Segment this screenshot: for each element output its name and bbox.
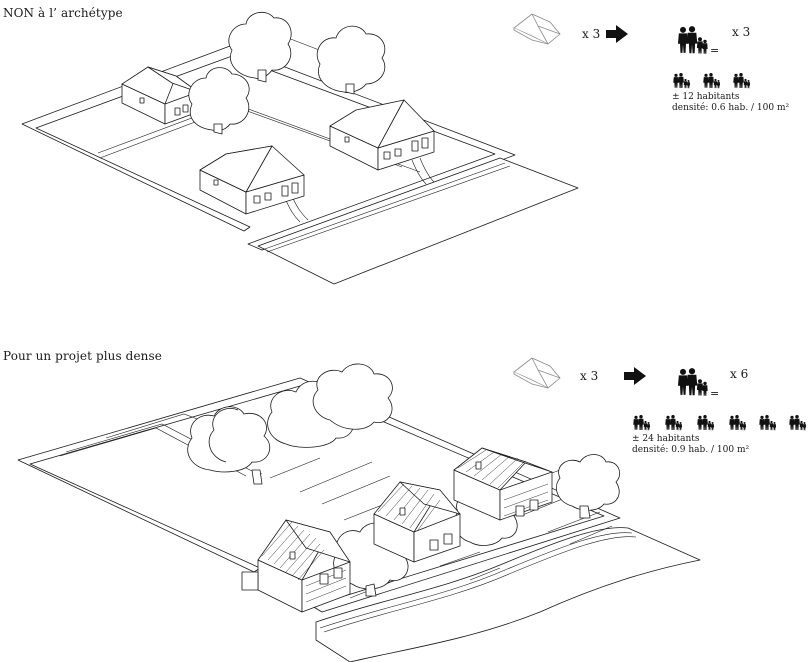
top-trees (188, 11, 386, 135)
top-house-multiplier: x 3 (582, 27, 601, 41)
top-house-icon (513, 13, 561, 45)
bottom-tree-3 (312, 363, 393, 430)
bottom-family-row (633, 415, 806, 430)
bottom-people-multiplier: x 6 (730, 367, 749, 381)
bottom-inhabitants: ± 24 habitants (632, 434, 700, 444)
bottom-density: densité: 0.9 hab. / 100 m² (632, 445, 750, 455)
top-tree-1 (228, 11, 292, 83)
top-tree-3 (188, 67, 250, 135)
top-people-multiplier: x 3 (732, 25, 751, 39)
top-arrow-icon (606, 25, 628, 43)
bottom-house-a (241, 519, 351, 613)
top-family-icon (678, 26, 708, 54)
bottom-house-c (453, 447, 553, 521)
top-house-c (329, 99, 435, 171)
top-inhabitants: ± 12 habitants (672, 92, 740, 102)
top-tree-2 (316, 25, 386, 95)
top-house-b (199, 145, 305, 215)
top-family-row (673, 73, 750, 88)
bottom-house-multiplier: x 3 (580, 369, 599, 383)
bottom-arrow-icon (624, 367, 646, 385)
top-site-plan (21, 37, 579, 285)
top-street (257, 157, 579, 285)
bottom-street (315, 527, 701, 662)
top-equals: = (710, 44, 720, 57)
bottom-house-icon (513, 357, 561, 389)
bottom-tree-6 (556, 454, 620, 511)
bottom-equals: = (710, 387, 720, 400)
top-heading: NON à l’ archétype (3, 6, 123, 20)
top-density: densité: 0.6 hab. / 100 m² (672, 103, 790, 113)
bottom-heading: Pour un projet plus dense (3, 349, 162, 363)
top-house-a (121, 66, 199, 125)
bottom-family-icon (678, 368, 708, 396)
bottom-house-b (373, 481, 461, 563)
